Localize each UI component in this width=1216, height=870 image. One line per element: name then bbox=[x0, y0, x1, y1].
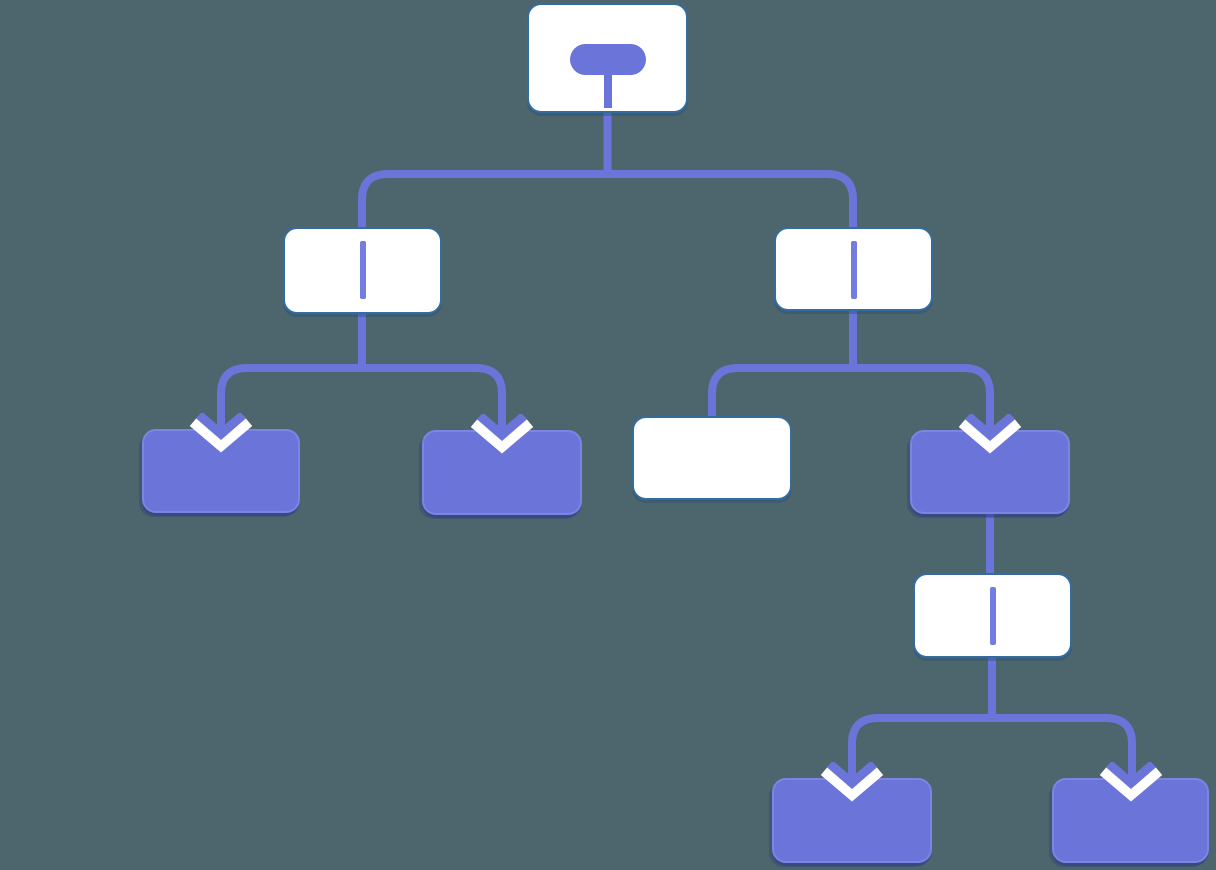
connector-split-bottom bbox=[848, 714, 1136, 782]
node-leaf-2[interactable] bbox=[422, 430, 582, 515]
node-leaf-5[interactable] bbox=[1052, 778, 1209, 863]
connector-split-left bbox=[217, 364, 506, 434]
node-leaf-1[interactable] bbox=[142, 429, 300, 513]
node-child-plain[interactable] bbox=[632, 416, 792, 500]
connector-split-right bbox=[708, 364, 994, 434]
root-pill-icon bbox=[569, 44, 646, 75]
node-root[interactable] bbox=[527, 3, 688, 113]
node-branch-left[interactable] bbox=[283, 227, 442, 314]
vertical-line-icon bbox=[989, 587, 996, 645]
node-leaf-3[interactable] bbox=[910, 430, 1070, 514]
connector-split-top bbox=[358, 170, 857, 232]
node-branch-lower[interactable] bbox=[913, 573, 1072, 658]
vertical-line-icon bbox=[359, 241, 366, 299]
node-leaf-4[interactable] bbox=[772, 778, 932, 863]
node-branch-right[interactable] bbox=[774, 227, 933, 311]
vertical-line-icon bbox=[850, 241, 857, 299]
root-pill-stem bbox=[603, 74, 612, 108]
